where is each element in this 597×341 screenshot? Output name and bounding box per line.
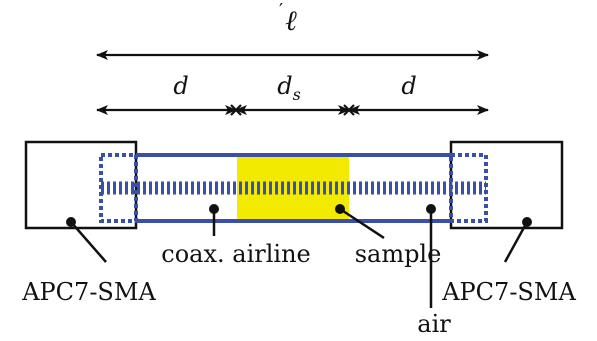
left-connector-label: APC7-SMA <box>21 278 156 306</box>
sample-length-subscript: s <box>293 85 301 104</box>
right-connector-leader <box>503 221 529 263</box>
sample-label: sample <box>355 240 442 268</box>
total-length-prime: ′ <box>279 0 283 21</box>
coax-airline-label: coax. airline <box>161 240 310 268</box>
segment-marker-left <box>230 104 242 116</box>
sample-length-main: d <box>277 72 292 100</box>
left-connector-leader <box>70 221 107 263</box>
right-connector-label: APC7-SMA <box>441 278 576 306</box>
left-gap-label: d <box>173 72 188 100</box>
left-connector-inset <box>99 153 138 223</box>
total-length-label: ℓ <box>285 4 297 37</box>
sample-leader <box>339 207 385 240</box>
segment-marker-right <box>343 104 355 116</box>
air-label: air <box>417 310 451 338</box>
sample-length-label: ds <box>277 72 301 104</box>
right-gap-label: d <box>401 72 416 100</box>
